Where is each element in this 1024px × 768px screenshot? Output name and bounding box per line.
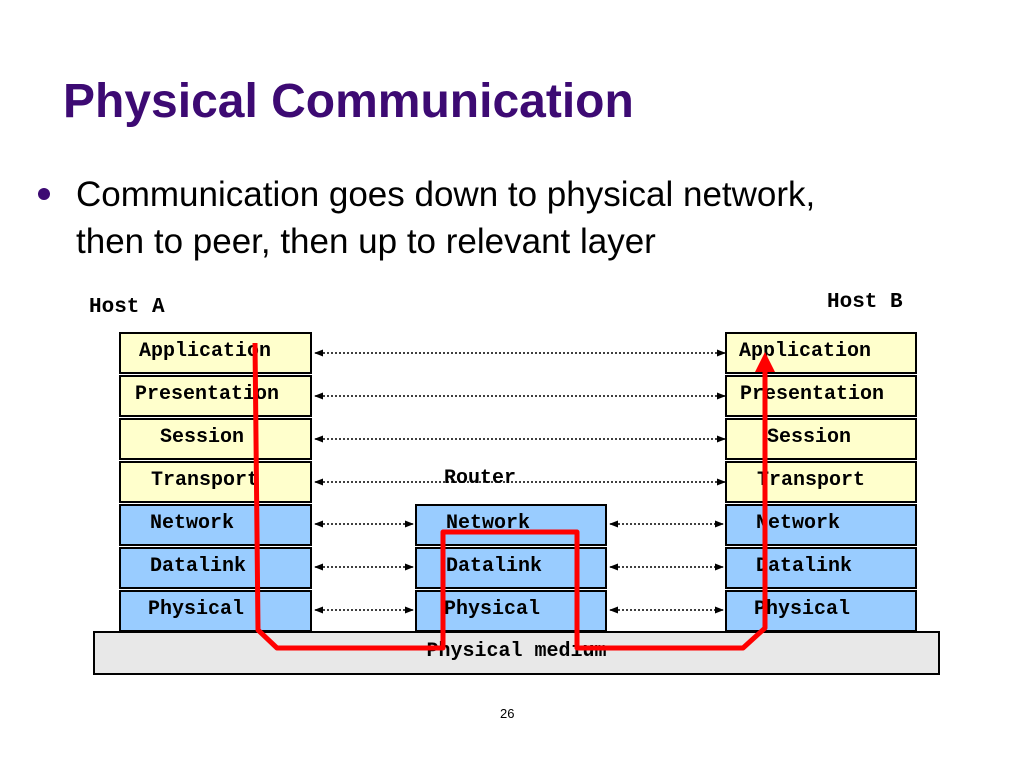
host-b-layer-network: Network — [725, 504, 917, 546]
host-a-layer-presentation: Presentation — [119, 375, 312, 417]
router-label: Router — [444, 467, 517, 490]
router-layer-physical: Physical — [415, 590, 607, 632]
host-b-layer-application: Application — [725, 332, 917, 374]
host-a-layer-datalink: Datalink — [119, 547, 312, 589]
host-a-layer-application: Application — [119, 332, 312, 374]
host-a-label: Host A — [89, 296, 165, 319]
bullet-text: Communication goes down to physical netw… — [76, 171, 976, 265]
host-a-layer-session: Session — [119, 418, 312, 460]
host-b-layer-session: Session — [725, 418, 917, 460]
host-a-layer-network: Network — [119, 504, 312, 546]
bullet-line-1: Communication goes down to physical netw… — [76, 175, 816, 214]
host-b-layer-datalink: Datalink — [725, 547, 917, 589]
router-layer-network: Network — [415, 504, 607, 546]
slide-title: Physical Communication — [63, 75, 634, 128]
physical-medium: Physical medium — [93, 631, 940, 675]
bullet-icon — [38, 188, 50, 200]
host-b-layer-presentation: Presentation — [725, 375, 917, 417]
host-b-layer-physical: Physical — [725, 590, 917, 632]
router-layer-datalink: Datalink — [415, 547, 607, 589]
host-a-layer-transport: Transport — [119, 461, 312, 503]
bullet-line-2: then to peer, then up to relevant layer — [76, 222, 656, 261]
page-number: 26 — [500, 706, 515, 721]
host-b-label: Host B — [827, 291, 903, 314]
host-a-layer-physical: Physical — [119, 590, 312, 632]
host-b-layer-transport: Transport — [725, 461, 917, 503]
